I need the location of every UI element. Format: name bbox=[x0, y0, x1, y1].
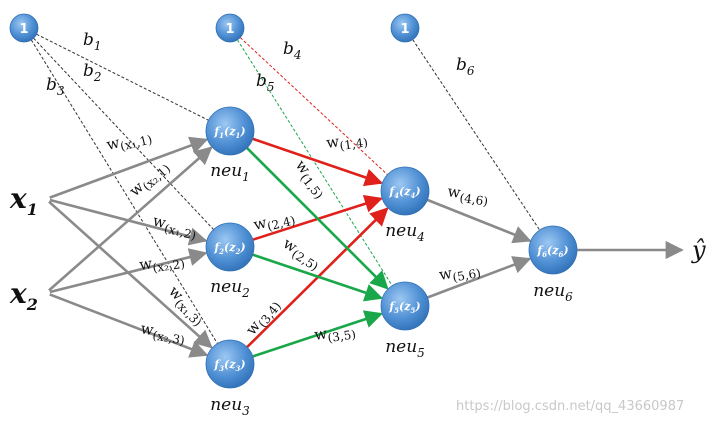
bias-node-label: 1 bbox=[19, 22, 28, 37]
edge-x2-n3 bbox=[49, 293, 209, 358]
weight-label-9: w(2,4) bbox=[252, 206, 297, 236]
weight-label-12: w(3,5) bbox=[313, 320, 357, 347]
weight-label-10: w(2,5) bbox=[278, 234, 324, 274]
edge-n2-n5 bbox=[252, 253, 384, 302]
bias-label-b5: b5 bbox=[256, 71, 275, 94]
edge-n3-n5 bbox=[252, 310, 383, 358]
weight-label-6: w(x₂,3) bbox=[139, 319, 187, 348]
nodes-layer: 1 1 1 f1(z1) f2(z2) f3(z3) f4(z4) f5(z5) f6(z6) bbox=[9, 13, 578, 389]
weight-label-7: w(1,4) bbox=[325, 128, 369, 155]
neuron-name-4: neu4 bbox=[385, 221, 425, 244]
bias-label-b6: b6 bbox=[456, 55, 475, 78]
bias-node-3 bbox=[390, 13, 420, 43]
edge-n4-n6 bbox=[426, 198, 532, 244]
edge-n5-n6 bbox=[426, 256, 532, 299]
neuron-function-label: f1(z1) bbox=[213, 125, 245, 140]
input-x2: x2 bbox=[9, 277, 38, 314]
bias-label-b4: b4 bbox=[283, 39, 302, 62]
bias-dashed-edges bbox=[30, 33, 541, 344]
edge-n3-n4 bbox=[246, 207, 389, 349]
bias-node-label: 1 bbox=[225, 22, 234, 37]
neuron-3 bbox=[205, 339, 255, 389]
weight-label-3: w(x₁,2) bbox=[150, 211, 199, 242]
neuron-function-label: f2(z2) bbox=[213, 241, 245, 256]
neuron-name-6: neu6 bbox=[533, 281, 573, 304]
bias-edge-b6 bbox=[412, 39, 541, 231]
edge-x1-n1 bbox=[49, 136, 209, 199]
output-y-hat: ŷ bbox=[691, 236, 706, 264]
bias-edge-b2 bbox=[33, 37, 214, 230]
neuron-name-5: neu5 bbox=[385, 337, 425, 360]
neuron-function-label: f5(z5) bbox=[388, 300, 420, 315]
neuron-4 bbox=[380, 166, 430, 216]
bias-label-b1: b1 bbox=[83, 30, 102, 53]
edge-x1-n3 bbox=[48, 200, 213, 349]
weight-label-5: w(x₁,3) bbox=[163, 282, 210, 329]
neuron-name-1: neu1 bbox=[210, 161, 250, 184]
bias-label-b3: b3 bbox=[46, 75, 65, 98]
neuron-1 bbox=[205, 106, 255, 156]
edge-x2-n1 bbox=[48, 146, 213, 292]
neuron-5 bbox=[380, 281, 430, 331]
bias-node-2 bbox=[215, 13, 245, 43]
bias-edge-b4 bbox=[239, 37, 388, 176]
bias-label-b2: b2 bbox=[83, 61, 102, 84]
edge-n1-n4 bbox=[252, 137, 384, 187]
edge-x2-n2 bbox=[49, 248, 208, 294]
input-x1: x1 bbox=[9, 182, 38, 219]
weight-edges bbox=[48, 136, 684, 358]
weight-label-14: w(5,6) bbox=[438, 259, 482, 287]
edge-n1-n5 bbox=[246, 147, 389, 290]
watermark: https://blog.csdn.net/qq_43660987 bbox=[456, 399, 684, 414]
neuron-function-label: f4(z4) bbox=[388, 185, 420, 200]
bias-edge-b5 bbox=[237, 39, 393, 286]
bias-node-1 bbox=[9, 13, 39, 43]
neuron-function-label: f3(z3) bbox=[213, 358, 245, 373]
weight-label-13: w(4,6) bbox=[446, 182, 490, 209]
weight-label-2: w(x₂,1) bbox=[126, 156, 174, 202]
neuron-function-label: f6(z6) bbox=[536, 244, 568, 259]
weight-label-1: w(x₁,1) bbox=[105, 125, 154, 156]
neuron-name-3: neu3 bbox=[210, 395, 250, 418]
neuron-name-2: neu2 bbox=[210, 277, 250, 300]
bias-edge-b3 bbox=[30, 39, 218, 344]
bias-edge-b1 bbox=[36, 33, 209, 121]
neuron-2 bbox=[205, 222, 255, 272]
neuron-6 bbox=[528, 225, 578, 275]
bias-node-label: 1 bbox=[400, 22, 409, 37]
weight-label-4: w(x₂,2) bbox=[138, 250, 186, 277]
labels-layer: neu1 neu2 neu3 neu4 neu5 neu6 x1 x2 b1 b2 b3 b4 b5 b6… bbox=[9, 30, 706, 418]
